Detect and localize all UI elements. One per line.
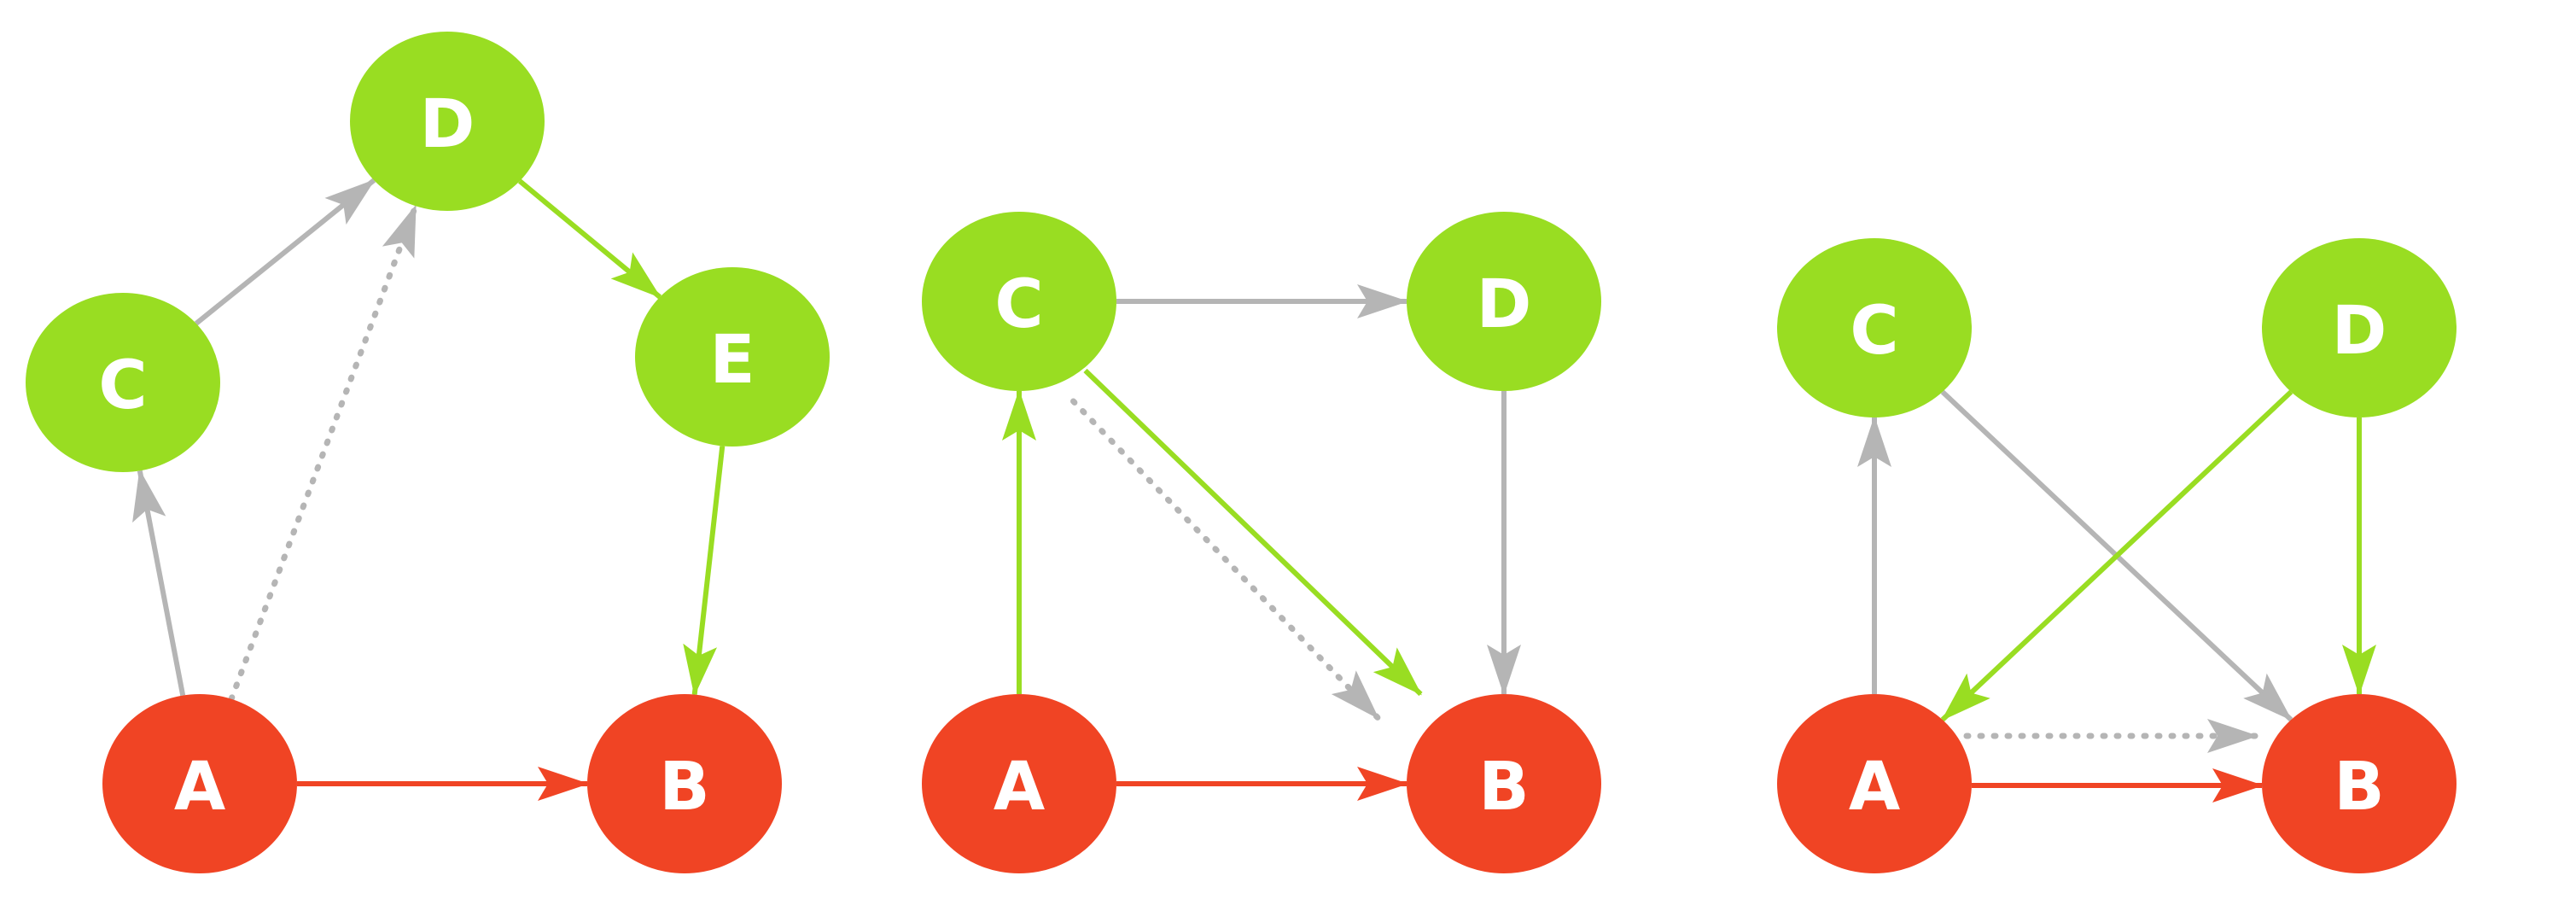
node-c: C (1777, 238, 1972, 417)
edge-c-to-d (194, 178, 376, 326)
node-b-label: B (1478, 749, 1529, 826)
edge-c-to-b-dotted (1070, 398, 1381, 721)
node-b-shape (587, 694, 782, 873)
node-b: B (2262, 694, 2457, 873)
node-c-shape (1777, 238, 1972, 417)
nodes: A B C D (922, 212, 1601, 873)
edge-c-to-b (1083, 368, 1423, 697)
node-a-label: A (994, 749, 1045, 826)
node-a: A (102, 694, 297, 873)
node-a-label: A (1849, 749, 1900, 826)
node-b-shape (2262, 694, 2457, 873)
node-d-shape (2262, 238, 2457, 417)
node-a: A (922, 694, 1116, 873)
nodes: A B C D (1777, 238, 2457, 873)
diagram-1: A B C D E (26, 32, 830, 873)
edge-d-to-a (1940, 389, 2293, 722)
node-d-label: D (420, 86, 475, 163)
edge-e-to-b (683, 446, 726, 697)
node-c-label: C (994, 266, 1043, 343)
node-a-shape (1777, 694, 1972, 873)
diagram-3: A B C D (1777, 238, 2457, 873)
node-c-label: C (1850, 293, 1898, 370)
node-d-label: D (1477, 266, 1532, 343)
diagram-2: A B C D (922, 212, 1601, 873)
node-b-label: B (659, 749, 709, 826)
node-a-shape (922, 694, 1116, 873)
node-d: D (350, 32, 545, 211)
nodes: A B C D E (26, 32, 830, 873)
node-b: B (587, 694, 782, 873)
node-a-shape (102, 694, 297, 873)
node-d-label: D (2332, 293, 2387, 370)
edge-a-to-d-dotted (228, 202, 419, 703)
edge-a-to-c (132, 469, 186, 697)
edges (132, 178, 726, 801)
node-a-label: A (174, 749, 225, 826)
node-b: B (1407, 694, 1601, 873)
node-c: C (922, 212, 1116, 391)
node-c: C (26, 293, 220, 472)
node-d-shape (350, 32, 545, 211)
edges (1002, 284, 1521, 801)
node-d: D (2262, 238, 2457, 417)
node-e-shape (635, 267, 830, 447)
node-e: E (635, 267, 830, 447)
node-c-shape (922, 212, 1116, 391)
node-d: D (1407, 212, 1601, 391)
edges (1857, 389, 2376, 803)
node-c-label: C (98, 347, 147, 424)
node-b-shape (1407, 694, 1601, 873)
node-c-shape (26, 293, 220, 472)
node-e-label: E (709, 322, 755, 399)
node-d-shape (1407, 212, 1601, 391)
edge-d-to-e (517, 178, 662, 300)
node-b-label: B (2334, 749, 2384, 826)
node-a: A (1777, 694, 1972, 873)
